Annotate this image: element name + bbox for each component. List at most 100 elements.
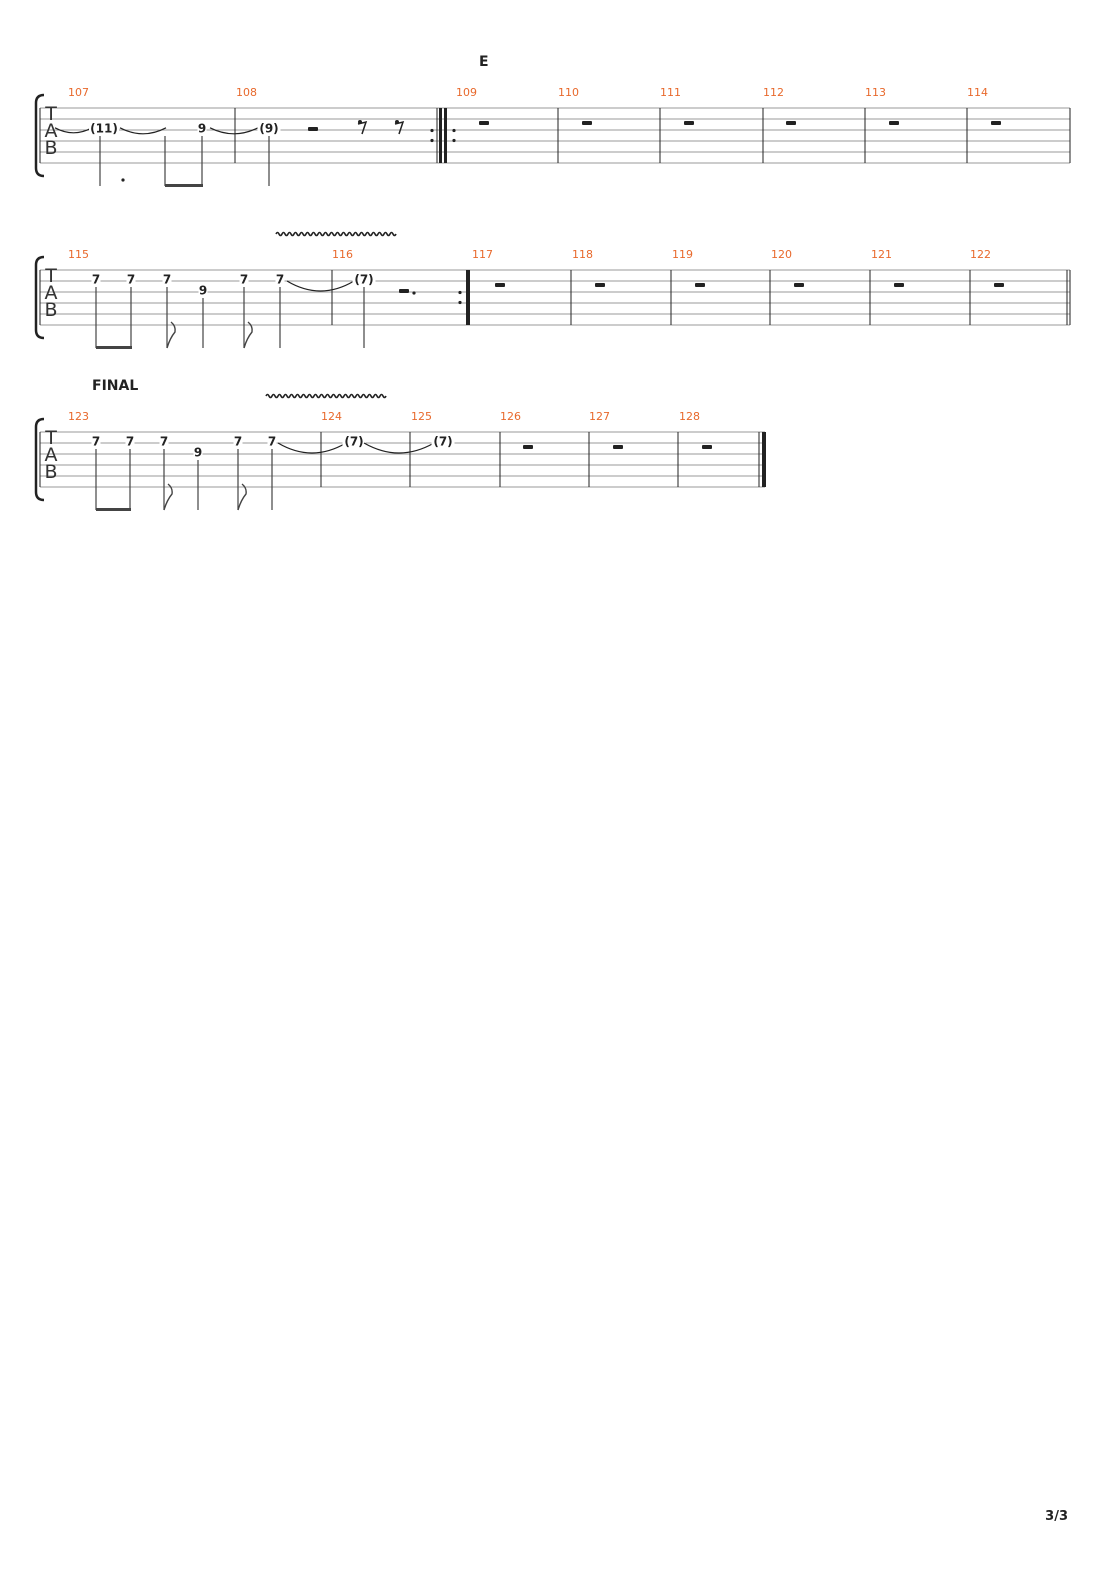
dot (452, 128, 456, 133)
measure-number: 109 (456, 86, 477, 99)
fret-background (267, 434, 277, 447)
rest (308, 127, 318, 131)
fret-background (233, 434, 243, 447)
dot (412, 291, 416, 295)
fret-number: (7) (354, 273, 373, 287)
measure-number: 128 (679, 410, 700, 423)
rest (702, 445, 712, 449)
fret-background (159, 434, 169, 447)
system-bracket (34, 93, 45, 178)
tie (54, 127, 93, 134)
fret-background (257, 120, 281, 134)
dot (121, 178, 125, 182)
section-label-e: E (479, 54, 489, 70)
measure-number: 120 (771, 248, 792, 261)
rest (684, 121, 694, 125)
tab-clef-letter: T (44, 427, 57, 449)
measure-number: 118 (572, 248, 593, 261)
tie (277, 442, 347, 454)
note-flag (237, 483, 247, 511)
dot (430, 128, 434, 133)
section-label-final: FINAL (92, 378, 139, 394)
dot (458, 300, 462, 305)
measure-number: 112 (763, 86, 784, 99)
rest (794, 283, 804, 287)
fret-number: 7 (234, 435, 242, 449)
fret-background (91, 434, 101, 447)
rest (595, 283, 605, 287)
fret-background (342, 434, 366, 447)
fret-number: (7) (433, 435, 452, 449)
vibrato-mark (275, 231, 397, 237)
fret-number: 9 (199, 284, 207, 298)
beam (96, 508, 131, 511)
repeat-barline-thick (444, 108, 447, 163)
fret-number: (9) (259, 121, 278, 135)
tie (286, 280, 355, 292)
fret-number: 9 (194, 446, 202, 460)
measure-number: 122 (970, 248, 991, 261)
fret-number: 7 (126, 435, 134, 449)
repeat-barline-thick (439, 108, 442, 163)
repeat-barline-thick (466, 270, 470, 325)
fret-number: (7) (344, 435, 363, 449)
measure-number: 119 (672, 248, 693, 261)
tab-clef-letter: B (44, 461, 57, 483)
note-flag (163, 483, 173, 511)
measure-number: 114 (967, 86, 988, 99)
rest (582, 121, 592, 125)
tab-clef-letter: B (44, 137, 57, 159)
fret-number: 7 (268, 435, 276, 449)
rest (523, 445, 533, 449)
rest (786, 121, 796, 125)
tab-clef-letter: B (44, 299, 57, 321)
note-flag (243, 321, 253, 349)
tab-clef-letter: A (45, 120, 58, 142)
fret-number: 7 (163, 273, 171, 287)
measure-number: 107 (68, 86, 89, 99)
fret-background (198, 283, 208, 296)
measure-number: 113 (865, 86, 886, 99)
fret-background (352, 272, 376, 285)
fret-background (89, 120, 119, 134)
fret-background (197, 120, 207, 134)
fret-background (193, 445, 203, 458)
fret-background (91, 272, 101, 285)
tie (363, 442, 435, 454)
measure-number: 116 (332, 248, 353, 261)
rest (357, 120, 368, 135)
measure-number: 123 (68, 410, 89, 423)
rest (399, 289, 409, 293)
dot (458, 290, 462, 295)
tie (119, 127, 167, 135)
rest (991, 121, 1001, 125)
measure-number: 115 (68, 248, 89, 261)
fret-background (431, 434, 455, 447)
beam (96, 346, 132, 349)
rest (889, 121, 899, 125)
fret-number: 7 (276, 273, 284, 287)
fret-background (275, 272, 285, 285)
measure-number: 124 (321, 410, 342, 423)
measure-number: 126 (500, 410, 521, 423)
fret-background (126, 272, 136, 285)
rest (495, 283, 505, 287)
fret-background (239, 272, 249, 285)
measure-number: 117 (472, 248, 493, 261)
vibrato-mark (265, 393, 387, 399)
fret-number: 9 (198, 121, 206, 135)
page-number: 3/3 (1045, 1509, 1068, 1524)
measure-number: 125 (411, 410, 432, 423)
measure-number: 110 (558, 86, 579, 99)
rest (479, 121, 489, 125)
measure-number: 127 (589, 410, 610, 423)
system-bracket (34, 417, 45, 502)
tab-clef-letter: T (44, 103, 57, 125)
dot (452, 138, 456, 143)
fret-number: 7 (92, 435, 100, 449)
fret-number: (11) (90, 121, 118, 135)
